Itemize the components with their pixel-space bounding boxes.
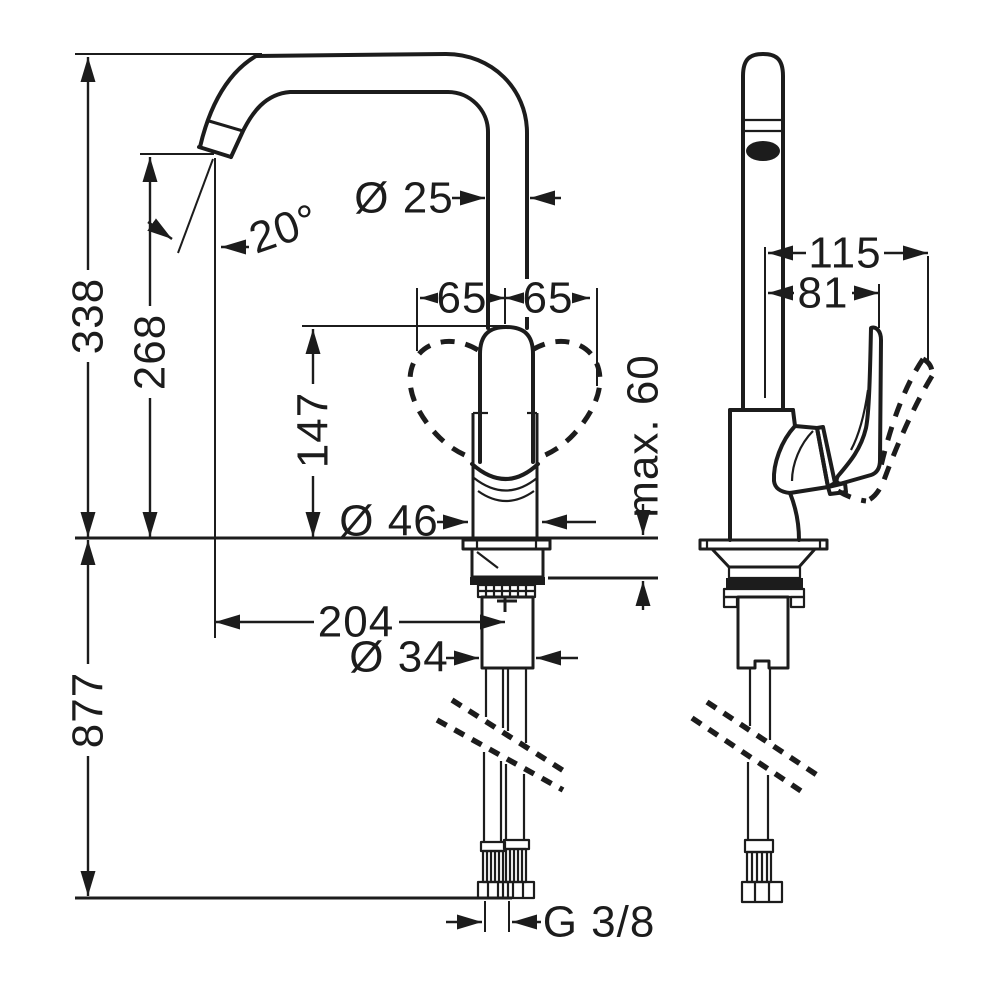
lever-open-position-dashed xyxy=(836,356,935,504)
cartridge-ring xyxy=(815,425,837,489)
side-hose-break-line-2 xyxy=(690,715,809,798)
base-hook-detail xyxy=(476,551,499,569)
swivel-joint-ring-1 xyxy=(470,462,540,481)
side-seal-band xyxy=(726,578,803,588)
hose-connector-right xyxy=(501,838,536,900)
cartridge-dome xyxy=(771,424,830,495)
dim-hose-length: 877 xyxy=(64,540,113,896)
mounting-shank xyxy=(480,595,535,670)
swivel-joint-ring-3 xyxy=(477,490,535,502)
dim-side-open-reach: 115 xyxy=(764,229,929,398)
side-hose-connector xyxy=(740,838,784,904)
dim-side-reach: 81 xyxy=(768,269,880,328)
spout-outer-outline xyxy=(198,52,529,330)
swivel-right-label: 65 xyxy=(523,274,574,323)
body-base-diameter-label: Ø 46 xyxy=(339,497,438,546)
side-body-right-upper xyxy=(791,408,797,428)
pipe-diameter-label: Ø 25 xyxy=(354,174,453,223)
hose-length-label: 877 xyxy=(64,672,113,748)
side-hose xyxy=(746,668,772,840)
swivel-joint-ring-2 xyxy=(473,477,538,492)
spout-reach-label: 204 xyxy=(318,598,394,647)
side-body-right-lower xyxy=(788,491,801,542)
spout-inner-outline xyxy=(229,90,490,330)
supply-hoses-upper xyxy=(484,668,528,743)
max-counter-thickness-label: max. 60 xyxy=(619,354,668,518)
dim-handle-height: 147 xyxy=(289,325,507,537)
spout-outlet-height-label: 268 xyxy=(126,314,175,390)
thread-ticks xyxy=(484,585,528,597)
side-base-skirt xyxy=(710,547,817,569)
cartridge-dome-inner-line xyxy=(790,430,814,482)
spout-outlet-face xyxy=(197,145,233,159)
total-height-label: 338 xyxy=(64,278,113,354)
side-view xyxy=(690,52,935,904)
spout-aerator-line xyxy=(208,119,244,133)
dimension-annotations: 338 877 268 147 20° xyxy=(64,57,929,947)
seal-band xyxy=(470,577,545,585)
handle-swivel-dashed-right xyxy=(530,338,603,461)
dim-spout-outlet-height: 268 xyxy=(126,153,214,537)
dim-max-counter-thickness: max. 60 xyxy=(619,354,668,610)
hose-thread-label: G 3/8 xyxy=(543,898,656,947)
hose-connector-left xyxy=(476,840,510,900)
dim-body-base-diameter: Ø 46 xyxy=(339,497,596,546)
dim-shank-diameter: Ø 34 xyxy=(349,633,578,682)
dim-hose-thread: G 3/8 xyxy=(446,898,656,947)
side-reach-label: 81 xyxy=(798,269,849,318)
hose-break-line-1 xyxy=(450,697,569,776)
side-mounting-shank xyxy=(736,595,790,670)
side-locknut-tab-left xyxy=(722,595,739,609)
lever-handle-crease xyxy=(850,389,870,451)
lever-handle-blade xyxy=(834,325,883,486)
side-base-cylinder xyxy=(727,565,802,580)
side-hose-break-line-1 xyxy=(705,699,822,780)
spout-angle-label: 20° xyxy=(243,195,325,264)
dim-spout-reach: 204 xyxy=(215,598,505,647)
dim-pipe-diameter: Ø 25 xyxy=(354,174,561,223)
shank-diameter-label: Ø 34 xyxy=(349,633,448,682)
dim-total-height: 338 xyxy=(64,57,113,537)
dim-handle-swivel: 65 65 xyxy=(416,274,598,386)
side-locknut-tab-right xyxy=(789,595,806,609)
hose-break-line-2 xyxy=(435,717,565,793)
side-open-reach-label: 115 xyxy=(808,229,881,278)
handle-swivel-dashed-left xyxy=(407,338,480,461)
handle-height-label: 147 xyxy=(289,392,338,468)
swivel-left-label: 65 xyxy=(437,274,488,323)
base-skirt xyxy=(470,547,545,579)
riser-pipe-outline xyxy=(741,52,785,412)
supply-hoses-lower xyxy=(482,752,526,842)
aerator-lens xyxy=(746,141,780,161)
handle-knob-outline xyxy=(478,325,535,464)
